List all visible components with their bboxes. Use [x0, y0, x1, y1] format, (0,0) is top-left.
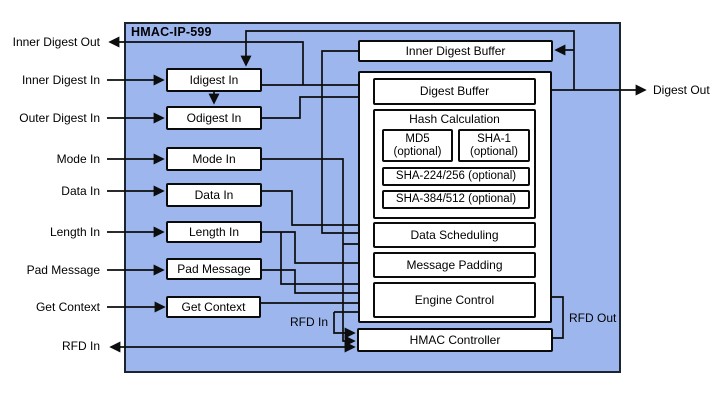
- wire-innerbuffer-to-datascheduling: [321, 50, 372, 239]
- wire-modein-down: [262, 158, 356, 347]
- block-mode-in: Mode In: [166, 147, 262, 171]
- wire-padmessage-to-engine: [262, 269, 372, 299]
- block-hmac-controller: HMAC Controller: [357, 328, 553, 352]
- label-pad-message: Pad Message: [26, 263, 100, 277]
- block-data-scheduling: Data Scheduling: [373, 222, 536, 248]
- label-rfd-out: RFD Out: [569, 311, 617, 325]
- sha1-optional: (optional): [470, 145, 518, 158]
- md5-name: MD5: [405, 132, 430, 145]
- wire-lengthin-to-padding: [262, 231, 372, 269]
- block-sha224-256: SHA-224/256 (optional): [382, 167, 530, 186]
- block-length-in: Length In: [166, 221, 262, 243]
- block-data-in: Data In: [166, 183, 262, 207]
- label-inner-digest-in: Inner Digest In: [21, 73, 100, 87]
- wire-inner-digest-out: [108, 36, 304, 85]
- block-odigest-in: Odigest In: [166, 106, 262, 130]
- wire-datain-to-datascheduling: [262, 190, 372, 231]
- block-get-context: Get Context: [166, 296, 261, 318]
- block-inner-digest-buffer: Inner Digest Buffer: [358, 40, 553, 62]
- wire-loop-to-idigest: [240, 30, 575, 90]
- label-outer-digest-in: Outer Digest In: [19, 111, 100, 125]
- label-hash-calculation: Hash Calculation: [409, 112, 500, 126]
- block-sha1: SHA-1 (optional): [458, 129, 530, 162]
- label-get-context: Get Context: [35, 300, 100, 314]
- label-digest-out: Digest Out: [653, 83, 710, 97]
- label-mode-in: Mode In: [56, 152, 100, 166]
- block-md5: MD5 (optional): [382, 129, 453, 162]
- block-engine-control: Engine Control: [373, 282, 536, 318]
- label-length-in: Length In: [49, 225, 100, 239]
- label-inner-digest-out: Inner Digest Out: [12, 35, 100, 49]
- block-idigest-in: Idigest In: [166, 68, 262, 92]
- block-digest-buffer: Digest Buffer: [373, 78, 536, 105]
- block-sha384-512: SHA-384/512 (optional): [382, 190, 530, 209]
- block-message-padding: Message Padding: [373, 252, 536, 278]
- sha1-name: SHA-1: [477, 132, 511, 145]
- chip-title: HMAC-IP-599: [131, 25, 212, 39]
- wire-rfdin-staple-down: [333, 312, 356, 339]
- wire-lengthin-to-engine: [280, 232, 372, 290]
- md5-optional: (optional): [393, 145, 442, 158]
- wire-odigest-to-digestbuffer: [262, 91, 372, 119]
- block-pad-message: Pad Message: [166, 258, 262, 280]
- label-rfd-in: RFD In: [61, 339, 100, 353]
- label-rfd-in-internal: RFD In: [289, 315, 328, 329]
- label-data-in: Data In: [61, 184, 100, 198]
